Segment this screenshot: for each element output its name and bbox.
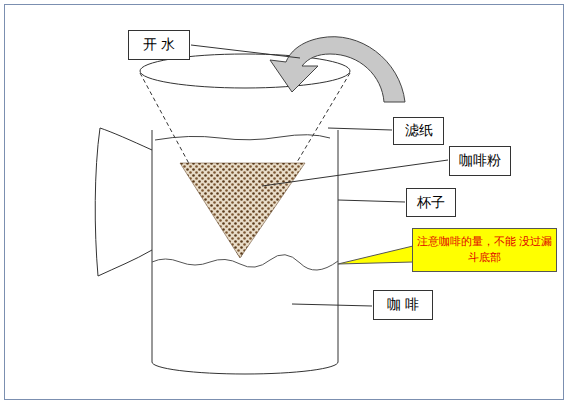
label-text: 咖啡粉 [459,152,501,170]
cup-handle [95,128,152,276]
coffee-level [152,255,338,270]
callout-text: 注意咖啡的量，不能 没过漏斗底部 [413,234,556,267]
leader-line [262,160,448,186]
label-box: 咖啡粉 [449,146,511,176]
label-box: 杯子 [406,188,456,217]
leader-line [292,304,372,306]
frame [5,5,564,400]
label-text: 杯子 [417,194,445,212]
label-box: 滤纸 [393,117,444,145]
leader-line [191,45,300,58]
leader-line [328,128,392,130]
label-box: 开 水 [128,30,190,60]
label-text: 滤纸 [405,122,433,140]
cup-body [152,130,338,374]
leader-line [338,200,405,202]
coffee-powder [180,163,305,258]
label-text: 咖 啡 [387,296,419,314]
callout-pointer [338,246,413,264]
label-box: 咖 啡 [373,290,433,320]
water-arrow [270,37,405,102]
filter-paper [155,135,330,140]
callout-box: 注意咖啡的量，不能 没过漏斗底部 [412,228,557,272]
label-text: 开 水 [143,36,175,54]
